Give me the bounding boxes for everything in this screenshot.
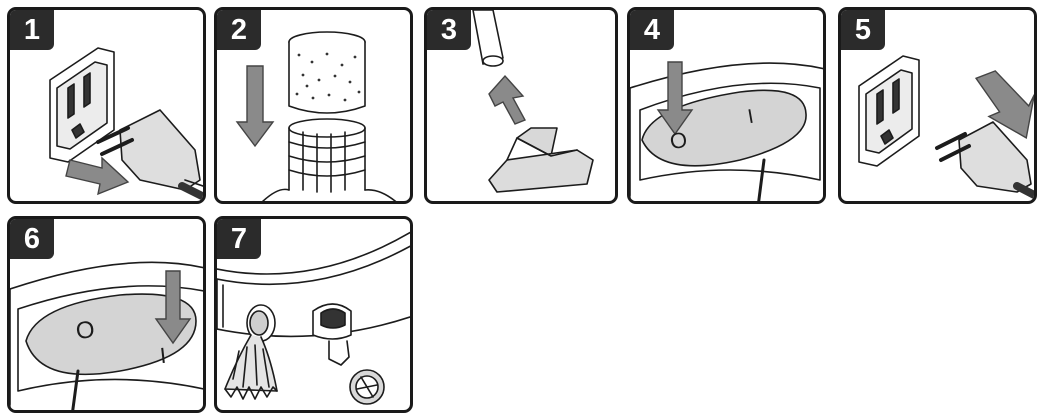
step-2-panel: 2 <box>214 7 413 204</box>
plug-in-cord-icon <box>858 55 1034 200</box>
step-number-badge: 6 <box>10 219 54 259</box>
step-6-panel: 6 O I <box>7 216 206 413</box>
attach-nozzle-icon <box>472 10 594 193</box>
step-7-panel: 7 <box>214 216 413 413</box>
step-number-badge: 7 <box>217 219 261 259</box>
step-number-badge: 4 <box>630 10 674 50</box>
switch-on-icon <box>10 261 203 410</box>
step-3-panel: 3 <box>424 7 618 204</box>
step-number-badge: 2 <box>217 10 261 50</box>
step-4-panel: 4 O I <box>627 7 826 204</box>
step-1-panel: 1 <box>7 7 206 204</box>
install-foam-filter-icon <box>235 31 397 201</box>
step-number-badge: 5 <box>841 10 885 50</box>
drain-cap-icon <box>217 231 410 405</box>
step-5-panel: 5 <box>838 7 1037 204</box>
switch-off-label: O <box>74 316 96 345</box>
step-number-badge: 1 <box>10 10 54 50</box>
unplug-cord-icon <box>49 47 203 201</box>
step-number-badge: 3 <box>427 10 471 50</box>
switch-off-icon <box>630 61 823 201</box>
